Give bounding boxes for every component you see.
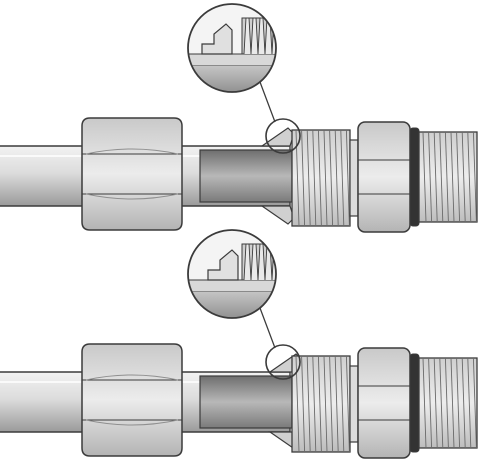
fitting-body-icon	[291, 347, 478, 459]
thread-line	[317, 355, 322, 453]
thread-line	[444, 131, 449, 223]
thread-line	[312, 355, 317, 453]
callout-ring	[187, 229, 277, 319]
thread-line	[428, 131, 433, 223]
thread-line	[472, 357, 477, 449]
body-oring	[409, 353, 420, 453]
thread-line	[439, 131, 444, 223]
thread-line	[323, 129, 328, 227]
thread-line	[461, 131, 466, 223]
body-shoulder	[349, 139, 359, 217]
thread-line	[456, 357, 461, 449]
thread-line	[329, 129, 334, 227]
tube-inner-bore	[199, 149, 293, 203]
nut-outline	[81, 343, 183, 457]
thread-line	[444, 357, 449, 449]
zoom-thread-tooth	[250, 243, 259, 281]
callout-zoom-content	[188, 230, 276, 318]
body-oring	[409, 127, 420, 227]
zoom-ferrule	[207, 249, 239, 281]
zoom-ferrule	[201, 23, 233, 55]
zoom-thread-tooth	[250, 17, 259, 55]
thread-line	[334, 129, 339, 227]
lower-view	[0, 229, 478, 459]
thread-line	[456, 131, 461, 223]
callout-leader	[259, 81, 276, 123]
thread-line	[472, 131, 477, 223]
nut-chamfer	[85, 419, 179, 426]
thread-line	[450, 357, 455, 449]
thread-line	[433, 357, 438, 449]
thread-line	[450, 131, 455, 223]
callout-zoom-content	[188, 4, 276, 92]
ferrule-bottom	[260, 205, 295, 225]
zoom-tube-wall	[188, 53, 276, 67]
thread-line	[422, 357, 427, 449]
hex-nut-icon	[81, 117, 183, 231]
fitting-body-icon	[291, 121, 478, 233]
hex-nut-icon	[81, 343, 183, 457]
thread-line	[301, 129, 306, 227]
callout-target-ring	[265, 344, 301, 380]
zoom-thread-tooth	[257, 243, 266, 281]
thread-line	[317, 129, 322, 227]
thread-line	[329, 355, 334, 453]
callout-leader	[259, 307, 276, 349]
body-shoulder	[349, 365, 359, 443]
thread-line	[323, 355, 328, 453]
nut-chamfer	[85, 148, 179, 155]
nut-outline	[81, 117, 183, 231]
nut-chamfer	[85, 374, 179, 381]
tube-inner-bore	[199, 375, 293, 429]
callout-ring	[187, 3, 277, 93]
body-hex	[357, 121, 411, 233]
callout-target-ring	[265, 118, 301, 154]
thread-line	[433, 131, 438, 223]
body-hex	[357, 347, 411, 459]
thread-line	[340, 355, 345, 453]
thread-line	[467, 131, 472, 223]
thread-line	[345, 355, 350, 453]
zoom-tube-wall	[188, 279, 276, 293]
thread-line	[422, 131, 427, 223]
thread-line	[340, 129, 345, 227]
thread-line	[428, 357, 433, 449]
nut-chamfer	[85, 193, 179, 200]
thread-line	[467, 357, 472, 449]
thread-line	[306, 129, 311, 227]
zoom-thread-tooth	[243, 243, 252, 281]
thread-line	[312, 129, 317, 227]
thread-line	[461, 357, 466, 449]
thread-line	[334, 355, 339, 453]
thread-line	[439, 357, 444, 449]
magnifier-callout-icon	[187, 229, 301, 380]
thread-line	[345, 129, 350, 227]
thread-line	[301, 355, 306, 453]
zoom-thread-tooth	[257, 17, 266, 55]
zoom-thread-tooth	[243, 17, 252, 55]
thread-line	[306, 355, 311, 453]
upper-view	[0, 3, 478, 233]
